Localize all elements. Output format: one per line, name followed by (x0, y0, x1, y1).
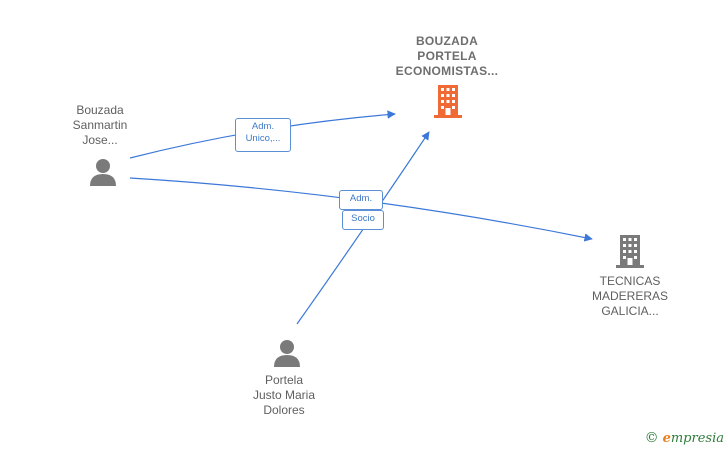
person-portela-label-line-2: Justo Maria (252, 388, 316, 402)
person-bouzada-label-line-1: Bouzada (76, 103, 124, 117)
person-icon[interactable] (272, 338, 302, 368)
edge-label-line-1: Adm. (251, 121, 275, 132)
person-icon[interactable] (88, 157, 118, 187)
company-tecnicas-label-line-1: TECNICAS (599, 274, 661, 288)
edge-label-adm-unico[interactable]: Adm. Unico,... (235, 118, 291, 152)
edge-label-line-1: Adm. (349, 193, 373, 204)
person-portela-label-line-3: Dolores (263, 403, 305, 417)
company-tecnicas-label-line-2: MADERERAS (591, 289, 668, 303)
company-tecnicas-label-line-3: GALICIA... (601, 304, 659, 318)
edge-label-line-1: Socio (351, 213, 375, 224)
empresia-logo[interactable]: ©empresia (645, 430, 724, 446)
person-bouzada-label-line-3: Jose... (82, 133, 118, 147)
brand-name: mpresia (670, 431, 724, 446)
company-main-label-line-1: BOUZADA (415, 34, 479, 48)
brand-initial: e (662, 431, 671, 446)
person-portela-label[interactable]: Portela Justo Maria Dolores (234, 373, 334, 418)
edge-label-line-2: Unico,... (245, 133, 281, 144)
edge-portela-to-main (296, 131, 430, 325)
edge-label-adm[interactable]: Adm. (339, 190, 383, 210)
company-main-label-line-2: PORTELA (417, 49, 477, 63)
edge-label-socio[interactable]: Socio (342, 210, 384, 230)
copyright-symbol: © (644, 430, 659, 446)
company-main-label[interactable]: BOUZADA PORTELA ECONOMISTAS... (382, 34, 512, 79)
company-main-label-line-3: ECONOMISTAS... (395, 64, 499, 78)
person-portela-label-line-1: Portela (264, 373, 304, 387)
person-bouzada-label[interactable]: Bouzada Sanmartin Jose... (50, 103, 150, 148)
company-tecnicas-label[interactable]: TECNICAS MADERERAS GALICIA... (575, 274, 685, 319)
building-icon[interactable] (432, 84, 464, 118)
person-bouzada-label-line-2: Sanmartin (72, 118, 128, 132)
building-icon[interactable] (614, 234, 646, 268)
